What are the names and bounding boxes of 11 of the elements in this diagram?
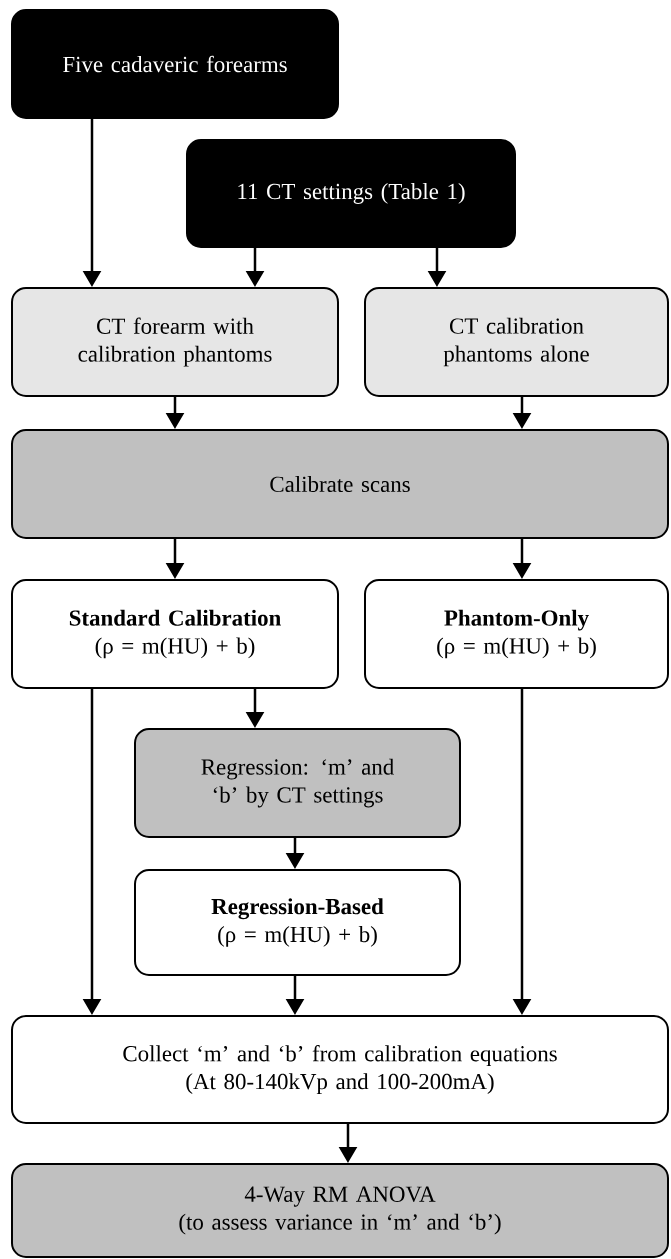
process-box: Regression: ‘m’ and ‘b’ by CT settings <box>134 728 461 838</box>
process-box: CT forearm with calibration phantoms <box>11 287 339 397</box>
process-box: Standard Calibration (ρ = m(HU) + b) <box>11 579 339 689</box>
process-box: 4-Way RM ANOVA (to assess variance in ‘m’ and ‘b’) <box>11 1163 669 1258</box>
process-box: Calibrate scans <box>11 429 669 539</box>
process-box: CT calibration phantoms alone <box>364 287 669 397</box>
process-box: Regression-Based (ρ = m(HU) + b) <box>134 869 461 976</box>
process-box: Collect ‘m’ and ‘b’ from calibration equations (At 80-140kVp and 100-200mA) <box>11 1015 669 1124</box>
process-box: Five cadaveric forearms <box>11 9 339 119</box>
process-box: Phantom-Only (ρ = m(HU) + b) <box>364 579 669 689</box>
process-box: 11 CT settings (Table 1) <box>186 139 516 248</box>
